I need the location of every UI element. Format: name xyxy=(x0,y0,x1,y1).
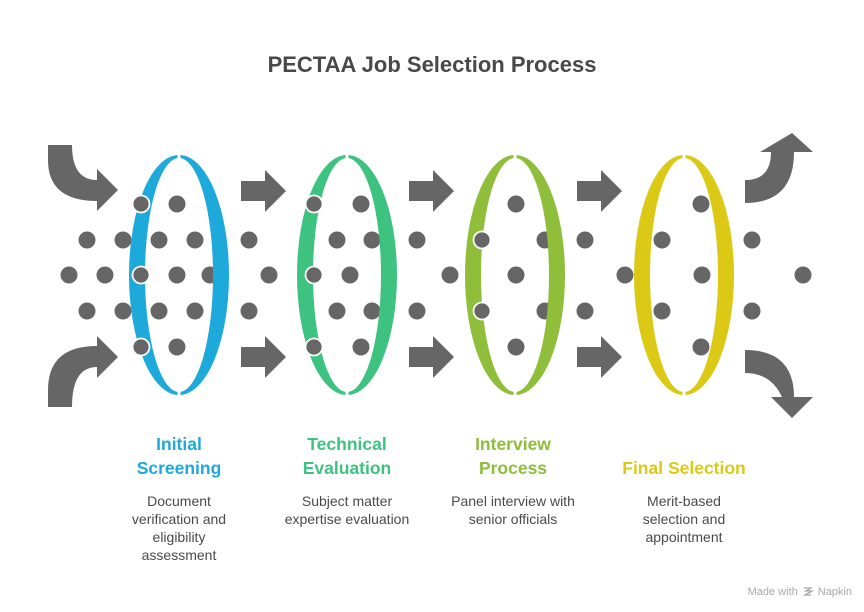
credit-prefix: Made with xyxy=(747,586,798,598)
candidate-dot xyxy=(352,195,370,213)
stage-description-line: selection and xyxy=(642,511,726,527)
candidate-dots-back xyxy=(60,195,812,356)
curved-arrow-out-top-icon xyxy=(745,133,813,203)
candidate-dot-filtered xyxy=(304,194,324,214)
flow-arrows xyxy=(48,133,813,418)
candidate-dot xyxy=(328,302,346,320)
candidate-dot-filtered xyxy=(131,265,151,285)
stage-description-4: Merit-based selection and appointment xyxy=(604,492,764,546)
stage-description-line: Merit-based xyxy=(647,493,721,509)
candidate-dot xyxy=(114,302,132,320)
candidate-dot xyxy=(363,231,381,249)
candidate-dot xyxy=(653,231,671,249)
stage-title-line: Technical xyxy=(307,434,387,454)
candidate-dot xyxy=(186,231,204,249)
candidate-dot xyxy=(408,302,426,320)
candidate-dot xyxy=(653,302,671,320)
candidate-dot xyxy=(743,231,761,249)
stage-description-line: Document xyxy=(147,493,211,509)
stage-description-line: expertise evaluation xyxy=(284,511,410,527)
stage-description-2: Subject matter expertise evaluation xyxy=(267,492,427,528)
candidate-dot xyxy=(78,231,96,249)
filter-ring-4 xyxy=(634,155,734,395)
candidate-dot xyxy=(363,302,381,320)
candidate-dot-filtered xyxy=(304,265,324,285)
stage-title-4: Final Selection xyxy=(604,456,764,480)
candidate-dot-filtered xyxy=(131,337,151,357)
candidate-dot xyxy=(576,302,594,320)
curved-arrow-in-bottom-icon xyxy=(48,336,118,407)
candidate-dot xyxy=(150,302,168,320)
stage-description-line: assessment xyxy=(141,547,217,563)
stage-title-line: Final Selection xyxy=(622,458,746,478)
stage-description-line: eligibility xyxy=(152,529,206,545)
candidate-dot xyxy=(576,231,594,249)
candidate-dot xyxy=(616,266,634,284)
candidate-dot xyxy=(240,302,258,320)
diagram-title: PECTAA Job Selection Process xyxy=(267,52,597,77)
stage-description-line: Panel interview with xyxy=(451,493,575,509)
candidate-dot xyxy=(114,231,132,249)
right-arrow-icon xyxy=(577,170,622,212)
stage-description-line: appointment xyxy=(645,529,723,545)
stage-title-line: Initial xyxy=(156,434,202,454)
credit-brand: Napkin xyxy=(817,586,852,598)
right-arrow-icon xyxy=(409,336,454,378)
candidate-dot xyxy=(150,231,168,249)
candidate-dot xyxy=(78,302,96,320)
candidate-dot xyxy=(240,231,258,249)
candidate-dot xyxy=(186,302,204,320)
candidate-dot xyxy=(692,338,710,356)
right-arrow-icon xyxy=(241,170,286,212)
right-arrow-icon xyxy=(241,336,286,378)
candidate-dot xyxy=(693,266,711,284)
candidate-dot xyxy=(794,266,812,284)
stage-title-line: Interview xyxy=(475,434,551,454)
candidate-dot xyxy=(408,231,426,249)
candidate-dot xyxy=(352,338,370,356)
curved-arrow-in-top-icon xyxy=(48,145,118,211)
candidate-dot-filtered xyxy=(304,337,324,357)
filter-rings xyxy=(129,153,734,397)
candidate-dot xyxy=(441,266,459,284)
candidate-dot xyxy=(168,266,186,284)
napkin-credit[interactable]: Made with Napkin xyxy=(748,586,852,598)
stage-description-line: Subject matter xyxy=(301,493,393,509)
right-arrow-icon xyxy=(577,336,622,378)
candidate-dot xyxy=(341,266,359,284)
right-arrow-icon xyxy=(409,170,454,212)
candidate-dot xyxy=(96,266,114,284)
candidate-dots-front xyxy=(131,194,492,357)
candidate-dot xyxy=(507,338,525,356)
candidate-dot-filtered xyxy=(472,301,492,321)
candidate-dot-filtered xyxy=(472,230,492,250)
stage-description-3: Panel interview with senior officials xyxy=(433,492,593,528)
stage-title-line: Screening xyxy=(136,458,222,478)
candidate-dot xyxy=(168,195,186,213)
candidate-dot xyxy=(168,338,186,356)
stage-description-line: senior officials xyxy=(468,511,558,527)
candidate-dot xyxy=(692,195,710,213)
candidate-dot xyxy=(743,302,761,320)
candidate-dot-filtered xyxy=(131,194,151,214)
candidate-dot xyxy=(328,231,346,249)
stage-description-1: Document verification and eligibility asses… xyxy=(99,492,259,564)
napkin-logo-icon xyxy=(802,587,814,596)
stage-title-line: Evaluation xyxy=(302,458,392,478)
candidate-dot xyxy=(260,266,278,284)
curved-arrow-out-bottom-icon xyxy=(745,350,813,418)
candidate-dot xyxy=(507,195,525,213)
candidate-dot xyxy=(60,266,78,284)
stage-description-line: verification and xyxy=(131,511,227,527)
candidate-dot xyxy=(507,266,525,284)
stage-title-line: Process xyxy=(478,458,548,478)
